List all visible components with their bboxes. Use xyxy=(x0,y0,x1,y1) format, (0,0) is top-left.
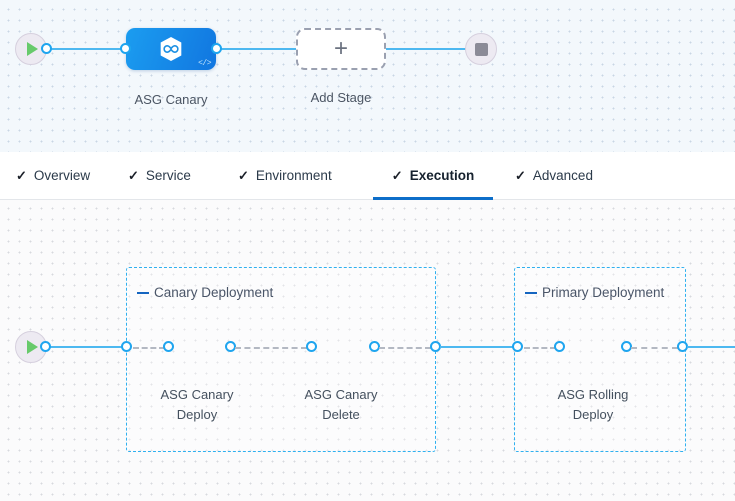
step-label-line2: Deploy xyxy=(572,407,614,422)
port-stage-in[interactable] xyxy=(120,43,131,54)
connector-start-to-canary-group xyxy=(41,346,131,348)
group-label-canary-deployment: Canary Deployment xyxy=(137,285,273,300)
check-icon: ✓ xyxy=(238,167,249,183)
group-title: Canary Deployment xyxy=(154,285,274,300)
group-label-primary-deployment: Primary Deployment xyxy=(525,285,664,300)
connector-step1-to-step2 xyxy=(235,347,307,349)
tab-label: Overview xyxy=(33,168,91,183)
add-stage-button[interactable]: + xyxy=(296,28,386,70)
stage-tab-bar: ✓ Overview ✓ Service ✓ Environment ✓ Exe… xyxy=(0,152,735,200)
play-icon xyxy=(27,340,38,354)
dash-icon[interactable] xyxy=(525,291,537,294)
check-icon: ✓ xyxy=(515,167,526,183)
pipeline-start-node xyxy=(15,33,47,65)
tab-execution[interactable]: ✓ Execution xyxy=(373,152,493,200)
port-step-rolling-deploy-in[interactable] xyxy=(554,341,565,352)
port-step-canary-delete-out[interactable] xyxy=(369,341,380,352)
stage-label-asg-canary: ASG Canary xyxy=(134,92,208,107)
port-exec-start-out[interactable] xyxy=(40,341,51,352)
tab-overview[interactable]: ✓ Overview xyxy=(16,152,128,200)
connector-primary-in-to-step1 xyxy=(524,347,556,349)
group-canary-deployment[interactable]: Canary Deployment xyxy=(126,267,436,452)
connector-add-to-end xyxy=(382,48,476,50)
stage-node-asg-canary[interactable]: </> xyxy=(126,28,216,70)
check-icon: ✓ xyxy=(128,167,139,183)
step-label-line2: Delete xyxy=(322,407,360,422)
port-step-canary-delete-in[interactable] xyxy=(306,341,317,352)
step-label-asg-canary-deploy: ASG Canary Deploy xyxy=(132,385,262,425)
execution-canvas[interactable]: Canary Deployment </> ASG Canary Deploy xyxy=(0,200,735,501)
tab-label: Execution xyxy=(409,168,475,183)
port-start-out[interactable] xyxy=(41,43,52,54)
tab-environment[interactable]: ✓ Environment xyxy=(238,152,373,200)
stop-icon xyxy=(474,42,488,56)
asg-hexagon-infinity-icon xyxy=(160,37,182,61)
tab-label: Service xyxy=(145,168,191,183)
step-label-line1: ASG Canary xyxy=(304,387,378,402)
stage-canvas[interactable]: </> ASG Canary + Add Stage xyxy=(0,0,735,152)
step-label-line1: ASG Rolling xyxy=(557,387,629,402)
port-step-canary-deploy-out[interactable] xyxy=(225,341,236,352)
connector-canary-to-primary xyxy=(440,346,518,348)
port-step-rolling-deploy-out[interactable] xyxy=(621,341,632,352)
step-label-line1: ASG Canary xyxy=(160,387,234,402)
check-icon: ✓ xyxy=(391,167,403,183)
connector-canary-in-to-step1 xyxy=(133,347,165,349)
port-stage-out[interactable] xyxy=(211,43,222,54)
group-title: Primary Deployment xyxy=(542,285,665,300)
tab-advanced[interactable]: ✓ Advanced xyxy=(515,152,593,200)
connector-step-to-primary-out xyxy=(631,347,678,349)
add-stage-label: Add Stage xyxy=(310,90,372,105)
connector-step2-to-canary-out xyxy=(379,347,431,349)
check-icon: ✓ xyxy=(16,167,27,183)
dash-icon[interactable] xyxy=(137,291,149,294)
group-primary-deployment[interactable]: Primary Deployment xyxy=(514,267,686,452)
step-label-asg-canary-delete: ASG Canary Delete xyxy=(276,385,406,425)
tab-service[interactable]: ✓ Service xyxy=(128,152,238,200)
step-label-line2: Deploy xyxy=(176,407,218,422)
code-badge: </> xyxy=(198,59,211,68)
connector-primary-to-next xyxy=(687,346,735,348)
tab-label: Advanced xyxy=(532,168,593,183)
port-canary-group-in[interactable] xyxy=(121,341,132,352)
plus-icon: + xyxy=(333,35,348,62)
tab-label: Environment xyxy=(255,168,332,183)
step-label-asg-rolling-deploy: ASG Rolling Deploy xyxy=(528,385,658,425)
connector-start-to-stage xyxy=(42,48,134,50)
port-primary-group-in[interactable] xyxy=(512,341,523,352)
port-step-canary-deploy-in[interactable] xyxy=(163,341,174,352)
connector-stage-to-add xyxy=(212,48,304,50)
play-icon xyxy=(27,42,38,56)
pipeline-end-node xyxy=(465,33,497,65)
